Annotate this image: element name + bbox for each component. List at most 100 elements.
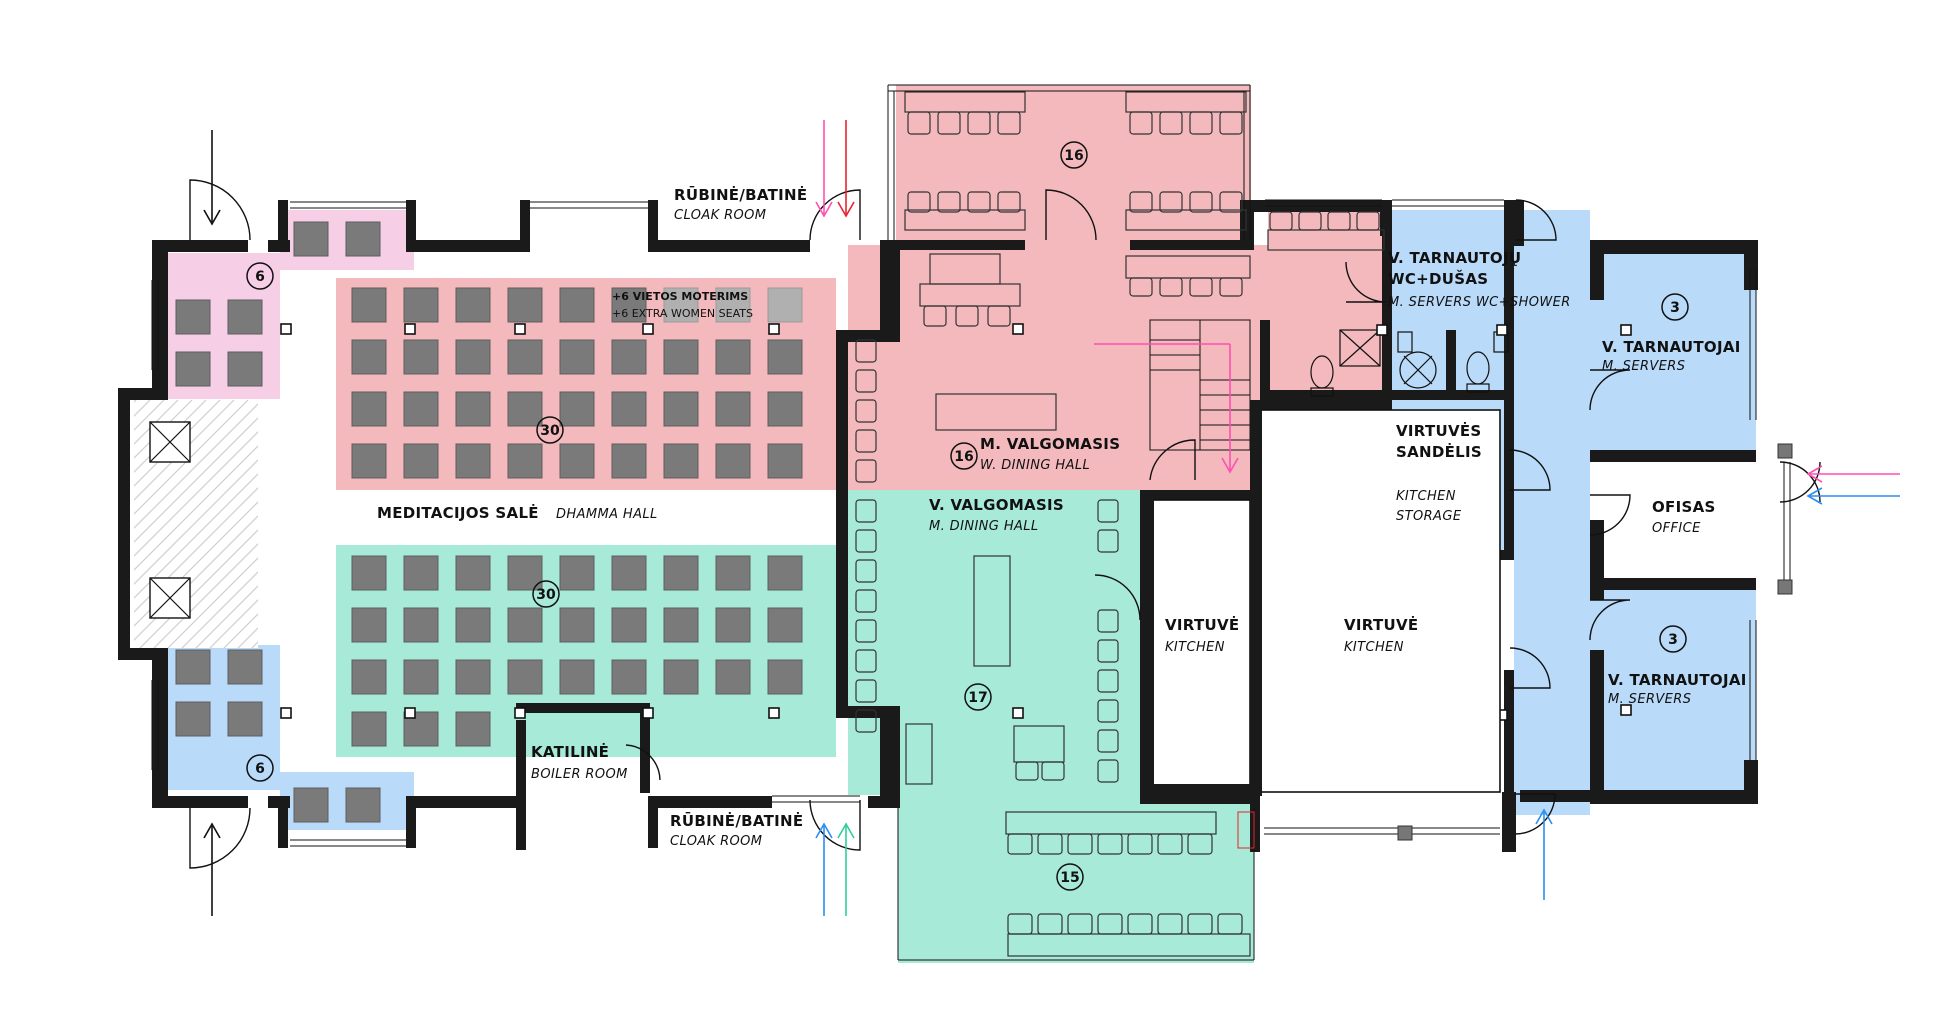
dining-chair — [1269, 211, 1293, 231]
column — [1012, 323, 1024, 335]
w-dining-subtitle: W. DINING HALL — [980, 458, 1090, 473]
meditation-seat — [403, 659, 439, 695]
zone-servers-top — [1590, 254, 1756, 454]
meditation-seat — [767, 391, 803, 427]
meditation-seat — [351, 339, 387, 375]
badge-servers-top: 3 — [1661, 293, 1689, 321]
column — [1397, 825, 1413, 841]
dining-chair — [907, 191, 931, 213]
meditation-seat — [455, 555, 491, 591]
zone-m-dining-terrace — [898, 795, 1254, 963]
hatch-line — [181, 571, 258, 648]
meditation-seat — [663, 443, 699, 479]
meditation-seat — [227, 701, 263, 737]
meditation-seat — [715, 607, 751, 643]
meditation-seat — [455, 711, 491, 747]
badge-m-dining-terrace: 15 — [1056, 863, 1084, 891]
dining-table — [1125, 255, 1251, 279]
dining-chair — [1097, 609, 1119, 633]
badge-women-hall: 30 — [536, 416, 564, 444]
dining-chair — [1037, 833, 1063, 855]
hatch-line — [153, 543, 258, 648]
dining-chair — [1219, 111, 1243, 135]
meditation-seat — [403, 339, 439, 375]
column — [1620, 704, 1632, 716]
dining-chair — [1037, 913, 1063, 935]
badge-m-dining: 17 — [964, 683, 992, 711]
hatch-line — [134, 400, 137, 403]
svg-text:16: 16 — [954, 449, 973, 465]
meditation-seat — [611, 443, 647, 479]
meditation-seat — [455, 391, 491, 427]
dining-chair — [855, 649, 877, 673]
dining-table — [1125, 209, 1247, 231]
dining-chair — [855, 459, 877, 483]
dining-chair — [855, 499, 877, 523]
dining-chair — [1097, 529, 1119, 553]
dining-chair — [1127, 833, 1153, 855]
dining-chair — [1327, 211, 1351, 231]
dining-chair — [955, 305, 979, 327]
meditation-seat — [403, 607, 439, 643]
boiler-title: KATILINĖ — [531, 742, 609, 761]
meditation-seat — [611, 391, 647, 427]
meditation-seat — [663, 555, 699, 591]
dhamma-hall-title: MEDITACIJOS SALĖ — [377, 503, 539, 522]
cloak-bottom-subtitle: CLOAK ROOM — [670, 834, 762, 849]
badge-women-corner: 6 — [246, 262, 274, 290]
servers-wc-subtitle: M. SERVERS WC+SHOWER — [1388, 295, 1571, 310]
meditation-seat — [175, 299, 211, 335]
dining-chair — [997, 191, 1021, 213]
entry-arrows — [203, 120, 1900, 916]
hatch-line — [134, 400, 179, 445]
meditation-seat — [507, 287, 543, 323]
servers-bottom-title: V. TARNAUTOJAI — [1608, 671, 1747, 689]
meditation-seat — [175, 701, 211, 737]
kitchen-storage-subtitle-1: KITCHEN — [1396, 489, 1456, 504]
svg-text:6: 6 — [255, 269, 265, 285]
svg-text:17: 17 — [968, 690, 987, 706]
meditation-seat — [611, 287, 647, 323]
dining-chair — [1219, 191, 1243, 213]
svg-text:6: 6 — [255, 761, 265, 777]
cloak-top-subtitle: CLOAK ROOM — [674, 208, 766, 223]
dining-chair — [855, 339, 877, 363]
hatched-stairs — [0, 400, 258, 648]
dining-chair — [1187, 913, 1213, 935]
dining-chair — [855, 589, 877, 613]
meditation-seat — [293, 221, 329, 257]
column — [404, 323, 416, 335]
furniture — [855, 91, 1385, 957]
dining-chair — [1189, 277, 1213, 297]
badge-servers-bottom: 3 — [1659, 625, 1687, 653]
hatch-line — [134, 403, 258, 529]
capacity-badges: 30 30 6 6 16 16 17 15 3 3 — [246, 141, 1689, 891]
meditation-seat — [507, 659, 543, 695]
meditation-seat — [351, 287, 387, 323]
dining-table — [1267, 229, 1385, 251]
svg-text:15: 15 — [1060, 870, 1079, 886]
dining-chair — [1159, 191, 1183, 213]
meditation-seat — [227, 299, 263, 335]
meditation-seat — [227, 649, 263, 685]
dining-chair — [855, 429, 877, 453]
column — [514, 323, 526, 335]
dining-chair — [1097, 759, 1119, 783]
meditation-seat — [351, 659, 387, 695]
column — [1496, 324, 1508, 336]
servers-bottom-subtitle: M. SERVERS — [1608, 692, 1691, 707]
meditation-seat — [715, 443, 751, 479]
hatch-line — [0, 400, 122, 648]
room-labels: MEDITACIJOS SALĖ DHAMMA HALL +6 VIETOS M… — [377, 184, 1747, 849]
meditation-seat — [175, 649, 211, 685]
column — [768, 323, 780, 335]
meditation-seat — [455, 659, 491, 695]
dining-chair — [1129, 277, 1153, 297]
column — [280, 707, 292, 719]
meditation-seat — [293, 787, 329, 823]
meditation-seat — [455, 287, 491, 323]
meditation-seat — [351, 711, 387, 747]
dining-chair — [855, 559, 877, 583]
dining-chair — [855, 709, 877, 733]
svg-text:3: 3 — [1668, 632, 1678, 648]
